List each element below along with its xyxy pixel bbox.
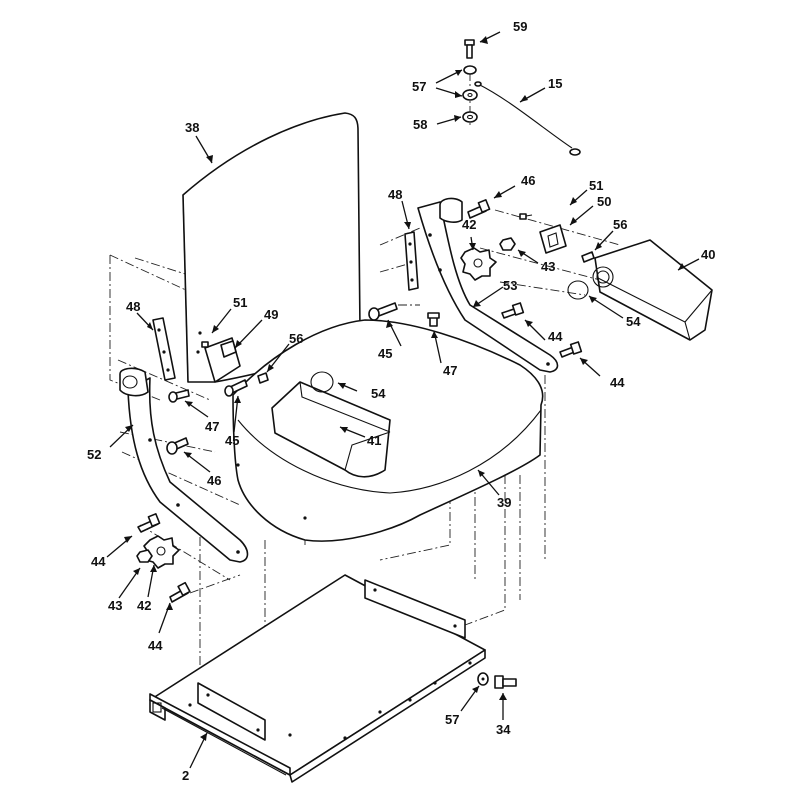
callout-43: 43 <box>541 259 555 274</box>
knob-right <box>460 247 497 281</box>
callout-51: 51 <box>589 178 603 193</box>
ring-54-right <box>567 280 589 300</box>
bolt-44-right-upper <box>501 302 525 319</box>
callout-34: 34 <box>496 722 511 737</box>
screw-51-right <box>519 213 533 220</box>
base-plate-holes <box>188 661 472 740</box>
bolt-46-left <box>166 437 189 455</box>
ring-54-left <box>310 371 334 393</box>
callout-56: 56 <box>289 331 303 346</box>
callout-46: 46 <box>207 473 221 488</box>
washer-57-lower <box>462 89 478 101</box>
callout-43: 43 <box>108 598 122 613</box>
callout-44: 44 <box>548 329 563 344</box>
screw-56-right <box>581 251 595 263</box>
bolt-34 <box>494 675 517 689</box>
callout-42: 42 <box>137 598 151 613</box>
callout-45: 45 <box>225 433 239 448</box>
bolt-44-left-upper <box>137 513 161 533</box>
hinge-strap-left <box>152 317 176 381</box>
callout-56: 56 <box>613 217 627 232</box>
armrest-left <box>271 381 391 478</box>
bolt-44-left-lower <box>169 581 191 603</box>
callout-42: 42 <box>462 217 476 232</box>
washer-57-upper <box>463 65 477 75</box>
nut-right <box>499 237 516 251</box>
arm-bracket-left <box>119 367 249 563</box>
stud-47-right <box>427 312 440 327</box>
knob-left <box>143 535 180 569</box>
leader-arrowheads <box>124 36 685 741</box>
bolt-46-right <box>467 199 491 219</box>
callout-46: 46 <box>521 173 535 188</box>
screw-51-left <box>201 341 209 348</box>
arm-bracket-right <box>417 197 559 373</box>
callout-59: 59 <box>513 19 527 34</box>
callout-57: 57 <box>445 712 459 727</box>
callout-39: 39 <box>497 495 511 510</box>
callout-41: 41 <box>367 433 381 448</box>
callout-54: 54 <box>626 314 641 329</box>
callout-50: 50 <box>597 194 611 209</box>
washer-57-base <box>477 672 489 686</box>
callout-2: 2 <box>182 768 189 783</box>
lock-nut-58 <box>462 111 478 123</box>
callout-51: 51 <box>233 295 247 310</box>
screw-56-left <box>257 372 269 384</box>
callout-58: 58 <box>413 117 427 132</box>
armrest-right <box>592 239 713 341</box>
callout-44: 44 <box>91 554 106 569</box>
callout-48: 48 <box>126 299 140 314</box>
callout-47: 47 <box>205 419 219 434</box>
callout-labels: 59 57 15 58 38 48 46 51 50 42 56 40 43 5… <box>87 19 715 783</box>
callout-49: 49 <box>264 307 278 322</box>
bolt-45-left <box>224 379 248 397</box>
callout-38: 38 <box>185 120 199 135</box>
bolt-44-right-lower <box>559 341 583 358</box>
callout-44: 44 <box>148 638 163 653</box>
callout-44: 44 <box>610 375 625 390</box>
clip-50 <box>539 224 567 254</box>
callout-40: 40 <box>701 247 715 262</box>
callout-52: 52 <box>87 447 101 462</box>
hinge-strap-right <box>404 231 419 291</box>
bolt-45-right <box>368 302 398 321</box>
stud-47-left <box>168 389 190 403</box>
back-bracket <box>196 331 241 383</box>
wire-harness-15 <box>474 81 581 156</box>
nut-left <box>136 549 153 563</box>
switch-screw-59 <box>464 39 475 59</box>
callout-57: 57 <box>412 79 426 94</box>
callout-47: 47 <box>443 363 457 378</box>
callout-53: 53 <box>503 278 517 293</box>
base-bracket-left <box>197 682 266 741</box>
callout-15: 15 <box>548 76 562 91</box>
callout-48: 48 <box>388 187 402 202</box>
base-bracket-right <box>364 579 466 639</box>
callout-45: 45 <box>378 346 392 361</box>
callout-54: 54 <box>371 386 386 401</box>
